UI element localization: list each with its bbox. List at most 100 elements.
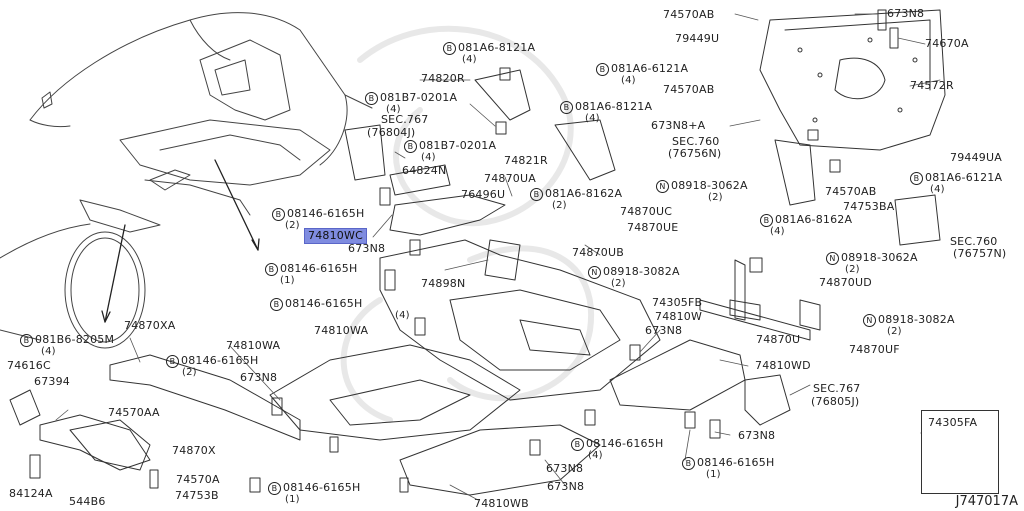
part-74810WA[interactable]: 74810WA xyxy=(314,324,369,337)
part-74870UE[interactable]: 74870UE xyxy=(627,221,679,234)
section-767[interactable]: SEC.767 xyxy=(813,382,861,395)
part-76496U[interactable]: 76496U xyxy=(461,188,506,201)
qty: (1) xyxy=(706,469,721,480)
qty: (4) xyxy=(930,184,945,195)
qty: (4) xyxy=(585,113,600,124)
part-74870XA[interactable]: 74870XA xyxy=(124,319,176,332)
part-74870UC[interactable]: 74870UC xyxy=(620,205,673,218)
part-74753B[interactable]: 74753B xyxy=(175,489,219,502)
part-74616C[interactable]: 74616C xyxy=(7,359,51,372)
qty: (2) xyxy=(845,264,860,275)
part-673N8[interactable]: 673N8 xyxy=(645,324,683,337)
part-544B6[interactable]: 544B6 xyxy=(69,495,106,508)
watermark xyxy=(340,25,595,423)
part-74870X[interactable]: 74870X xyxy=(172,444,216,457)
section-767[interactable]: SEC.767 xyxy=(381,113,429,126)
section-760-ref: (76757N) xyxy=(953,247,1007,260)
part-74810WB[interactable]: 74810WB xyxy=(474,497,529,510)
part-79449U[interactable]: 79449U xyxy=(675,32,720,45)
part-74570A[interactable]: 74570A xyxy=(176,473,220,486)
qty: (2) xyxy=(285,220,300,231)
bolt-marker-icon: B xyxy=(560,101,573,114)
part-74305FB[interactable]: 74305FB xyxy=(652,296,703,309)
section-760[interactable]: SEC.760 xyxy=(672,135,720,148)
part-74898N[interactable]: 74898N xyxy=(421,277,466,290)
qty: (4) xyxy=(770,226,785,237)
bolt-marker-icon: B xyxy=(910,172,923,185)
bolt-marker-icon: B xyxy=(530,188,543,201)
bolt-marker-icon: B xyxy=(404,140,417,153)
bolt-marker-icon: B xyxy=(270,298,283,311)
part-74810WA[interactable]: 74810WA xyxy=(226,339,281,352)
part-74810W[interactable]: 74810W xyxy=(655,310,703,323)
part-74810WD[interactable]: 74810WD xyxy=(755,359,811,372)
part-74570AB[interactable]: 74570AB xyxy=(663,83,715,96)
part-79449UA[interactable]: 79449UA xyxy=(950,151,1002,164)
qty: (2) xyxy=(552,200,567,211)
part-74821R[interactable]: 74821R xyxy=(504,154,548,167)
part-74570AB[interactable]: 74570AB xyxy=(825,185,877,198)
brackets-middle xyxy=(344,69,941,246)
qty: (4) xyxy=(421,152,436,163)
part-74570AB[interactable]: 74570AB xyxy=(663,8,715,21)
qty: (2) xyxy=(611,278,626,289)
part-74870UB[interactable]: 74870UB xyxy=(572,246,624,259)
part-673N8[interactable]: 673N8 xyxy=(547,480,585,493)
part-673N8[interactable]: 673N8 xyxy=(738,429,776,442)
part-673N8[interactable]: 673N8 xyxy=(546,462,584,475)
nut-marker-icon: N xyxy=(588,266,601,279)
car-body-outline xyxy=(0,12,373,349)
section-760-ref: (76756N) xyxy=(668,147,722,160)
part-callout-box xyxy=(921,410,999,494)
nut-marker-icon: N xyxy=(656,180,669,193)
part-673N8+A[interactable]: 673N8+A xyxy=(651,119,706,132)
part-74870UD[interactable]: 74870UD xyxy=(819,276,872,289)
qty: (4) xyxy=(41,346,56,357)
part-74870UF[interactable]: 74870UF xyxy=(849,343,900,356)
part-74820R[interactable]: 74820R xyxy=(421,72,465,85)
diagram-id: J747017A xyxy=(955,494,1018,509)
part-673N8[interactable]: 673N8 xyxy=(240,371,278,384)
part-64824N[interactable]: 64824N xyxy=(402,164,447,177)
panel-upper-right xyxy=(759,9,946,151)
part-74670A[interactable]: 74670A xyxy=(925,37,969,50)
section-760[interactable]: SEC.760 xyxy=(950,235,998,248)
part-74870U[interactable]: 74870U xyxy=(756,333,801,346)
part-673N8[interactable]: 673N8 xyxy=(887,7,925,20)
part-74305FA[interactable]: 74305FA xyxy=(928,416,978,429)
section-767-ref: (76805J) xyxy=(811,395,860,408)
under-covers xyxy=(269,194,791,496)
part-74570AA[interactable]: 74570AA xyxy=(108,406,160,419)
pointer-arrows xyxy=(101,159,260,323)
part-74753BA[interactable]: 74753BA xyxy=(843,200,895,213)
part-74810WC[interactable]: 74810WC xyxy=(304,228,367,244)
part-74870UA[interactable]: 74870UA xyxy=(484,172,536,185)
part-673N8[interactable]: 673N8 xyxy=(348,242,386,255)
rail-74870U xyxy=(699,259,821,341)
part-67394[interactable]: 67394 xyxy=(34,375,70,388)
bolt-marker-icon: B xyxy=(760,214,773,227)
part-84124A[interactable]: 84124A xyxy=(9,487,53,500)
part-74572R[interactable]: 74572R xyxy=(910,79,954,92)
